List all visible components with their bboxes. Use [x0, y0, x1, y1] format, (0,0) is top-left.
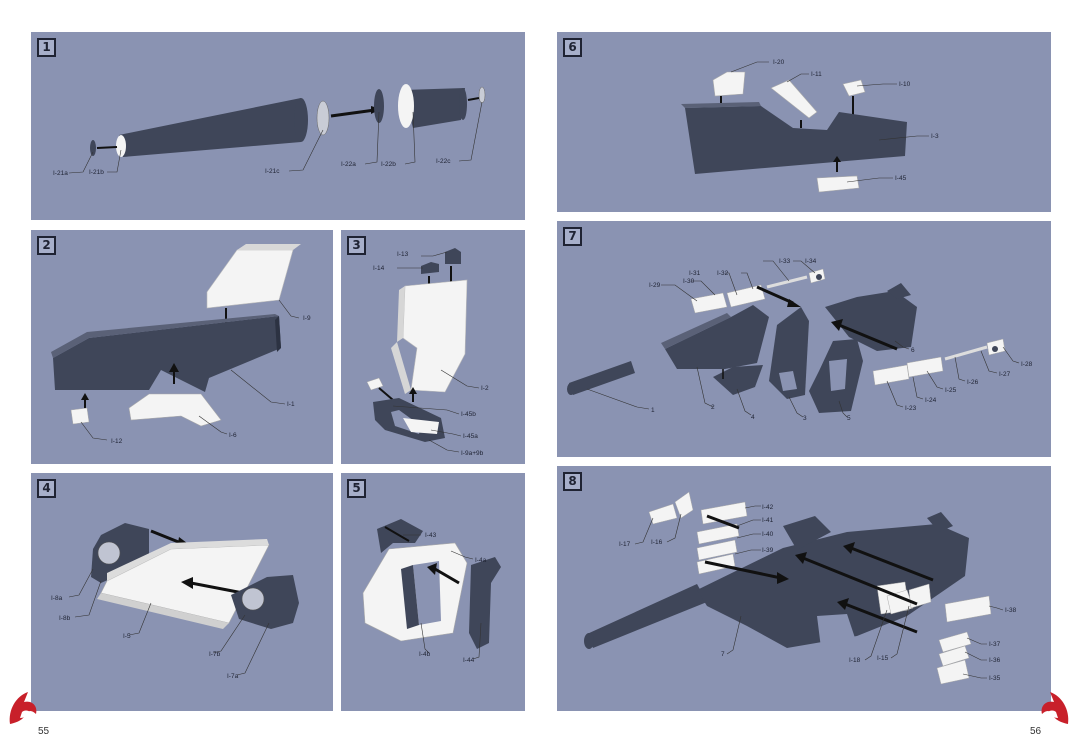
part-label: I-8a	[51, 595, 63, 602]
part-label: I-4b	[419, 651, 431, 658]
part-label: I-40	[762, 531, 774, 538]
part-label: I-38	[1005, 607, 1017, 614]
part-label: I-14	[373, 265, 385, 272]
part-label: I-16	[651, 539, 663, 546]
part-label: I-21b	[89, 169, 104, 176]
step-3-diagram: I-13 I-14 I-2 I-45b I-45a I-9a+9b	[366, 248, 489, 457]
part-label: I-11	[811, 71, 822, 78]
part-label: I-21c	[265, 168, 280, 175]
part-label: I-31	[689, 270, 701, 277]
part-label: I-44	[463, 657, 475, 664]
part-label: I-5	[123, 633, 131, 640]
part-label: I-32	[717, 270, 729, 277]
step-number: 1	[37, 38, 56, 57]
part-label: I-10	[899, 81, 911, 88]
part-label: I-30	[683, 278, 695, 285]
step-panel-2: 2 I-9 I-1 I-12 I-6	[31, 230, 333, 464]
step-panel-4: 4 I-8a I-8b I-5 I-7b I-7a	[31, 473, 333, 711]
step-2-diagram: I-9 I-1 I-12 I-6	[51, 244, 311, 445]
step-number: 8	[563, 472, 582, 491]
step-number: 7	[563, 227, 582, 246]
part-label: I-33	[779, 258, 791, 265]
part-label: I-26	[967, 379, 979, 386]
part-label: I-36	[989, 657, 1001, 664]
part-label: I-22a	[341, 161, 356, 168]
unicorn-logo-icon	[9, 692, 37, 724]
part-label: 1	[651, 407, 655, 414]
step-6-diagram: I-20 I-11 I-10 I-3 I-45	[681, 59, 939, 193]
part-label: I-27	[999, 371, 1011, 378]
step-5-diagram: I-43 I-4a I-4b I-44	[362, 519, 501, 664]
part-label: I-21a	[53, 170, 68, 177]
part-label: I-35	[989, 675, 1001, 682]
part-label: I-45	[895, 175, 907, 182]
part-label: I-15	[877, 655, 889, 662]
part-label: I-7a	[227, 673, 239, 680]
step-panel-6: 6 I-20 I-11 I-10 I-3 I-45	[557, 32, 1051, 212]
step-4-diagram: I-8a I-8b I-5 I-7b I-7a	[51, 523, 299, 680]
page-number-left: 55	[38, 726, 50, 737]
part-label: I-37	[989, 641, 1001, 648]
part-label: 3	[803, 415, 807, 422]
part-label: I-28	[1021, 361, 1033, 368]
step-panel-5: 5 I-43 I-4a I-4b I-44	[341, 473, 525, 711]
part-label: I-24	[925, 397, 937, 404]
part-label: I-4a	[475, 557, 487, 564]
part-label: I-13	[397, 251, 409, 258]
part-label: I-6	[229, 432, 237, 439]
part-label: I-45b	[461, 411, 476, 418]
step-panel-3: 3 I-13 I-14 I-2 I-45b I-45a I-9a+9b	[341, 230, 525, 464]
part-label: I-2	[481, 385, 489, 392]
step-number: 2	[37, 236, 56, 255]
part-label: I-12	[111, 438, 123, 445]
part-label: I-17	[619, 541, 631, 548]
step-1-diagram: I-21a I-21b I-21c I-22a I-22b I-22c	[53, 84, 486, 177]
part-label: I-42	[762, 504, 774, 511]
page-number-right: 56	[1030, 726, 1042, 737]
part-label: 4	[751, 414, 755, 421]
step-number: 6	[563, 38, 582, 57]
part-label: I-20	[773, 59, 785, 66]
step-8-diagram: I-42 I-41 I-40 I-39 I-17 I-16 I-38 I-37 …	[584, 491, 1017, 685]
part-label: I-45a	[463, 433, 478, 440]
part-label: I-22c	[436, 158, 451, 165]
part-label: I-29	[649, 282, 661, 289]
part-label: I-7b	[209, 651, 221, 658]
part-label: I-9	[303, 315, 311, 322]
part-label: I-9a+9b	[461, 450, 484, 457]
part-label: 5	[847, 415, 851, 422]
part-label: I-8b	[59, 615, 71, 622]
step-number: 4	[37, 479, 56, 498]
part-label: 6	[911, 347, 915, 354]
part-label: 7	[721, 651, 725, 658]
step-panel-1: 1 I-21a I-21b I-21c I-22a I-22b I-22c	[31, 32, 525, 220]
part-label: I-18	[849, 657, 861, 664]
part-label: I-39	[762, 547, 774, 554]
part-label: I-41	[762, 517, 774, 524]
step-panel-8: 8	[557, 466, 1051, 711]
part-label: I-1	[287, 401, 295, 408]
part-label: 2	[711, 404, 715, 411]
step-number: 3	[347, 236, 366, 255]
part-label: I-25	[945, 387, 957, 394]
unicorn-logo-icon	[1041, 692, 1069, 724]
step-panel-7: 7	[557, 221, 1051, 457]
part-label: I-34	[805, 258, 817, 265]
step-number: 5	[347, 479, 366, 498]
part-label: I-22b	[381, 161, 396, 168]
step-7-diagram: I-33 I-34 I-31 I-32 I-30 I-29 6 I-28 I-2…	[567, 258, 1033, 422]
part-label: I-3	[931, 133, 939, 140]
part-label: I-43	[425, 532, 437, 539]
part-label: I-23	[905, 405, 917, 412]
